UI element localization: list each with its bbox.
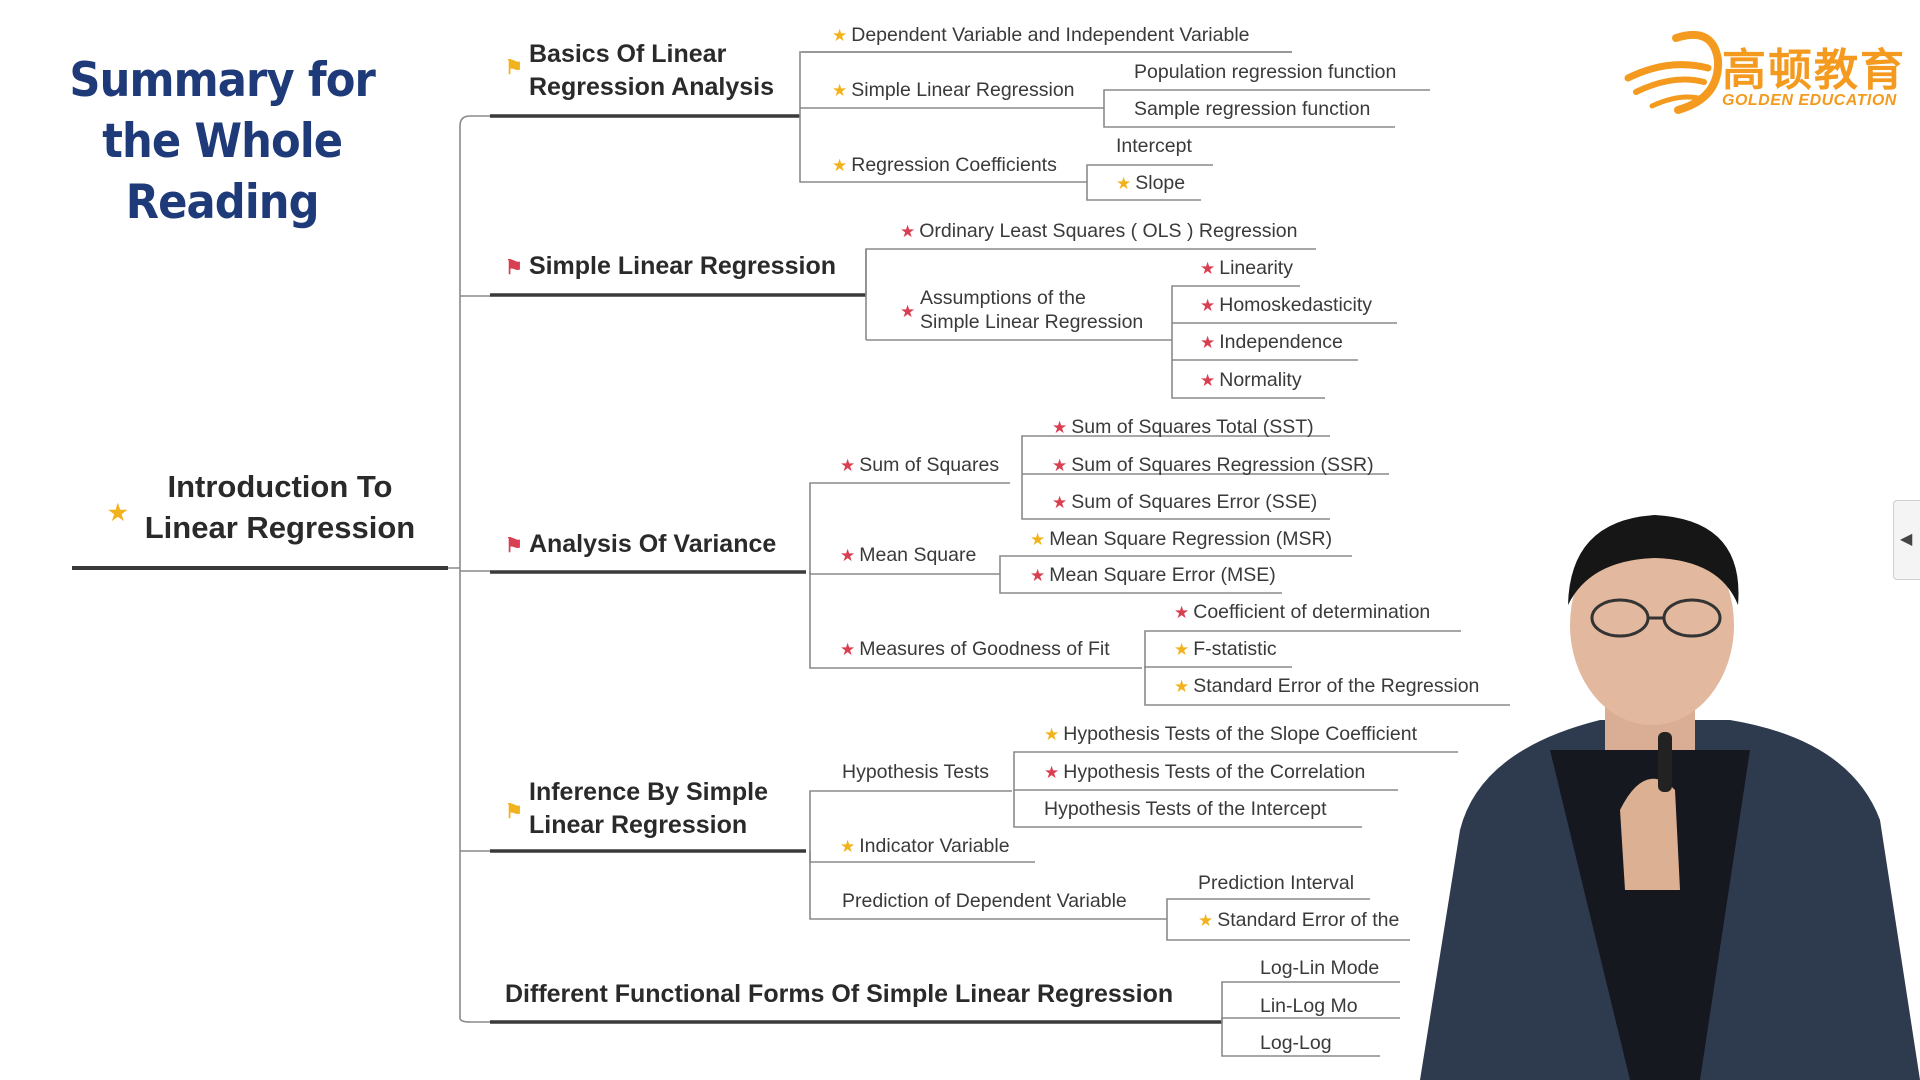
node-hyp-corr[interactable]: ★Hypothesis Tests of the Correlation	[1044, 761, 1366, 783]
node-coeffs[interactable]: ★Regression Coefficients	[832, 154, 1057, 176]
branch-anova[interactable]: ⚑Analysis Of Variance	[505, 528, 776, 563]
root-node[interactable]: ★ Introduction To Linear Regression	[100, 466, 430, 548]
node-assumptions[interactable]: ★ Assumptions of the Simple Linear Regre…	[900, 287, 1144, 333]
star-icon: ★	[900, 222, 916, 241]
star-icon: ★	[1174, 677, 1190, 696]
logo-english-text: GOLDEN EDUCATION	[1722, 92, 1897, 109]
node-coef-det[interactable]: ★Coefficient of determination	[1174, 601, 1431, 623]
node-homoskedasticity[interactable]: ★Homoskedasticity	[1200, 294, 1373, 316]
star-icon: ★	[1044, 725, 1060, 744]
node-sum-squares[interactable]: ★Sum of Squares	[840, 454, 1000, 476]
node-dep-indep[interactable]: ★Dependent Variable and Independent Vari…	[832, 24, 1250, 46]
node-linearity[interactable]: ★Linearity	[1200, 257, 1293, 279]
branch-anova-label: Analysis Of Variance	[528, 530, 777, 558]
node-sample-fn[interactable]: Sample regression function	[1134, 98, 1371, 120]
node-fstat[interactable]: ★F-statistic	[1174, 638, 1277, 660]
node-mse[interactable]: ★Mean Square Error (MSE)	[1030, 564, 1276, 586]
node-mean-square[interactable]: ★Mean Square	[840, 544, 977, 566]
side-panel-toggle[interactable]: ◀	[1893, 500, 1920, 580]
slide-title: Summary for the Whole Reading	[69, 53, 375, 230]
star-icon: ★	[832, 156, 848, 175]
flag-icon: ⚑	[505, 257, 523, 279]
star-icon: ★	[108, 500, 128, 525]
node-pred-interval[interactable]: Prediction Interval	[1198, 872, 1355, 894]
node-lin-log[interactable]: Lin-Log Mo	[1260, 995, 1358, 1017]
star-icon: ★	[1200, 259, 1216, 278]
node-hyp-slope[interactable]: ★Hypothesis Tests of the Slope Coefficie…	[1044, 723, 1417, 745]
node-ssr[interactable]: ★Sum of Squares Regression (SSR)	[1052, 454, 1374, 476]
node-std-err[interactable]: ★Standard Error of the	[1198, 909, 1400, 931]
root-label: Introduction To Linear Regression	[144, 469, 416, 545]
star-icon: ★	[832, 26, 848, 45]
star-icon: ★	[1052, 418, 1068, 437]
star-icon: ★	[832, 81, 848, 100]
node-ols[interactable]: ★Ordinary Least Squares ( OLS ) Regressi…	[900, 220, 1298, 242]
star-icon: ★	[900, 302, 916, 321]
star-icon: ★	[840, 546, 856, 565]
logo-chinese-text: 高顿教育	[1722, 45, 1906, 96]
node-sse[interactable]: ★Sum of Squares Error (SSE)	[1052, 491, 1318, 513]
star-icon: ★	[1052, 493, 1068, 512]
star-icon: ★	[1174, 603, 1190, 622]
node-slope[interactable]: ★Slope	[1116, 172, 1186, 194]
node-log-log[interactable]: Log-Log	[1260, 1032, 1332, 1054]
star-icon: ★	[840, 837, 856, 856]
node-sst[interactable]: ★Sum of Squares Total (SST)	[1052, 416, 1314, 438]
star-icon: ★	[1030, 530, 1046, 549]
node-log-lin[interactable]: Log-Lin Mode	[1260, 957, 1380, 979]
star-icon: ★	[1044, 763, 1060, 782]
branch-forms-label: Different Functional Forms Of Simple Lin…	[505, 980, 1174, 1008]
node-hyp-intercept[interactable]: Hypothesis Tests of the Intercept	[1044, 798, 1327, 820]
presenter-video-overlay	[1420, 515, 1920, 1080]
star-icon: ★	[1198, 911, 1214, 930]
node-pop-fn[interactable]: Population regression function	[1134, 61, 1397, 83]
branch-slr[interactable]: ⚑Simple Linear Regression	[505, 250, 836, 285]
branch-basics-label: Basics Of Linear Regression Analysis	[529, 40, 775, 101]
star-icon: ★	[840, 456, 856, 475]
node-indicator[interactable]: ★Indicator Variable	[840, 835, 1010, 857]
star-icon: ★	[1030, 566, 1046, 585]
golden-education-logo-icon	[1624, 30, 1723, 114]
node-basics-slr[interactable]: ★Simple Linear Regression	[832, 79, 1075, 101]
node-independence[interactable]: ★Independence	[1200, 331, 1343, 353]
node-hyp-tests[interactable]: Hypothesis Tests	[842, 761, 990, 783]
node-normality[interactable]: ★Normality	[1200, 369, 1302, 391]
branch-forms[interactable]: Different Functional Forms Of Simple Lin…	[505, 978, 1173, 1011]
star-icon: ★	[1174, 640, 1190, 659]
star-icon: ★	[1200, 296, 1216, 315]
branch-slr-label: Simple Linear Regression	[528, 252, 836, 280]
node-msr[interactable]: ★Mean Square Regression (MSR)	[1030, 528, 1333, 550]
star-icon: ★	[1116, 174, 1132, 193]
star-icon: ★	[1052, 456, 1068, 475]
node-goodness-fit[interactable]: ★Measures of Goodness of Fit	[840, 638, 1110, 660]
star-icon: ★	[840, 640, 856, 659]
flag-icon: ⚑	[505, 57, 523, 79]
star-icon: ★	[1200, 371, 1216, 390]
branch-inference[interactable]: ⚑ Inference By Simple Linear Regression	[505, 778, 768, 839]
node-see[interactable]: ★Standard Error of the Regression	[1174, 675, 1480, 697]
flag-icon: ⚑	[505, 535, 523, 557]
chevron-left-icon: ◀	[1900, 531, 1913, 548]
node-intercept[interactable]: Intercept	[1116, 135, 1192, 157]
flag-icon: ⚑	[505, 801, 523, 823]
node-prediction[interactable]: Prediction of Dependent Variable	[842, 890, 1127, 912]
star-icon: ★	[1200, 333, 1216, 352]
branch-basics[interactable]: ⚑ Basics Of Linear Regression Analysis	[505, 38, 809, 104]
